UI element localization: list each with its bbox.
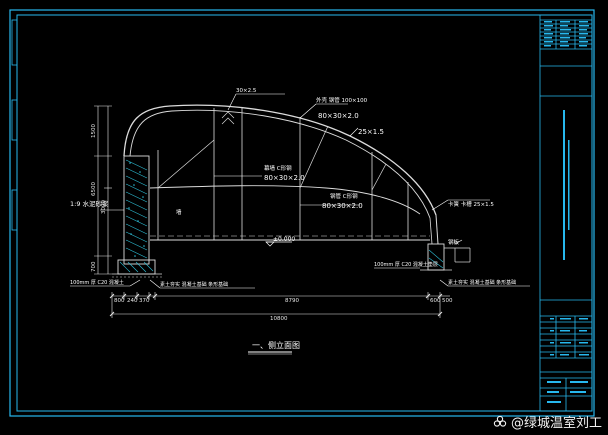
dim-6500: 6500 — [91, 182, 97, 196]
label-texts: 30×2.5 外壳 钢管 100×100 80×30×2.0 25×1.5 幕墙… — [70, 88, 516, 288]
dim-10800: 10800 — [270, 316, 288, 322]
flower-icon — [493, 415, 507, 427]
dim-700: 700 — [91, 261, 97, 272]
label-wall-left: 1:9 水泥砂浆 — [70, 199, 109, 208]
watermark-text: @绿城温室刘工 — [510, 416, 602, 431]
label-left-note: 30×2.5 — [236, 88, 257, 94]
dim-8790: 8790 — [285, 298, 299, 304]
drawing-title: 一、侧立面图 — [248, 340, 300, 355]
label-wall-mark: 墙 — [176, 208, 182, 216]
dim-3000: 3000 — [101, 200, 107, 214]
elevation-label: ±0.000 — [273, 236, 295, 243]
label-top-profile: 外壳 钢管 100×100 — [316, 96, 368, 104]
label-top-section: 80×30×2.0 — [318, 112, 359, 120]
title-block-vertical-text — [563, 110, 570, 260]
label-base-detail: 素土夯实 混凝土基础 条形基础 — [160, 281, 228, 288]
right-footing — [420, 243, 471, 271]
dim-370: 370 — [139, 298, 150, 304]
roof-frame — [123, 104, 439, 245]
left-margin-labels — [11, 15, 18, 411]
dimension-texts: 1500 6500 3000 700 800 240 370 8790 600 … — [91, 124, 453, 322]
label-right-note: 卡簧 卡槽 25×1.5 — [448, 200, 494, 208]
dimensions — [94, 105, 450, 318]
dim-1500: 1500 — [91, 124, 97, 138]
left-wall — [112, 155, 162, 278]
title-block — [539, 15, 592, 411]
watermark: @绿城温室刘工 — [493, 412, 602, 431]
label-center-profile: 钢管 C形钢 — [330, 192, 358, 200]
label-base-note-right: 100mm 厚 C20 混凝土垫层 — [374, 261, 438, 268]
elevation-marker: ±0.000 — [265, 236, 295, 247]
dim-800: 800 — [114, 298, 125, 304]
label-right-detail: 钢板 — [448, 238, 460, 246]
dim-240: 240 — [127, 298, 138, 304]
label-mid-section: 80×30×2.0 — [264, 174, 305, 182]
outer-frame — [9, 9, 595, 417]
drawing-title-text: 一、侧立面图 — [252, 340, 300, 350]
label-base-detail-right: 素土夯实 混凝土基础 条形基础 — [448, 279, 516, 286]
label-base-note: 100mm 厚 C20 混凝土 — [70, 279, 124, 286]
leaders — [70, 93, 530, 289]
label-mid-profile: 幕墙 C形钢 — [264, 164, 292, 172]
dim-500: 500 — [442, 298, 453, 304]
dim-600: 600 — [430, 298, 441, 304]
label-top-gauge: 25×1.5 — [358, 128, 384, 136]
label-center-section: 80×30×2.0 — [322, 202, 363, 210]
title-block-text-marks — [544, 21, 589, 403]
